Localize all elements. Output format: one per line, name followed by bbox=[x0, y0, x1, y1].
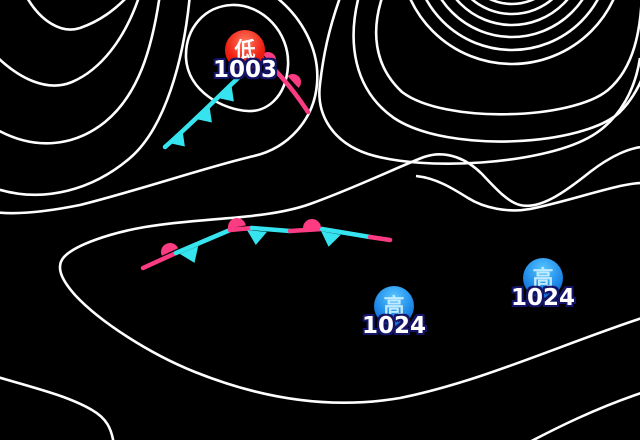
warm-front-semicircle-icon bbox=[228, 218, 246, 229]
isobar-line bbox=[27, 0, 126, 31]
high-pressure-symbol-2: 高 bbox=[532, 265, 554, 290]
isobar-line bbox=[184, 3, 290, 113]
low-pressure-disc: 低 bbox=[225, 30, 265, 70]
low-pressure-marker: 低 1003 bbox=[205, 30, 285, 82]
isobar-line bbox=[425, 0, 599, 52]
isobar-line bbox=[0, 0, 140, 87]
isobar-line bbox=[352, 0, 640, 143]
stationary-front-line bbox=[227, 225, 255, 233]
high-pressure-marker-2: 高 1024 bbox=[503, 258, 583, 310]
stationary-front-line bbox=[173, 227, 233, 256]
high-pressure-disc-1: 高 bbox=[374, 286, 414, 326]
isobar-line bbox=[415, 174, 640, 212]
warm-front-semicircle-icon bbox=[303, 219, 321, 228]
isobar-line bbox=[318, 0, 640, 166]
cold-front-triangle-icon bbox=[169, 130, 185, 147]
high-pressure-disc-2: 高 bbox=[523, 258, 563, 298]
cold-front-triangle-icon bbox=[218, 85, 234, 102]
stationary-front-line bbox=[287, 226, 325, 234]
high-pressure-marker-1: 高 1024 bbox=[354, 286, 434, 338]
warm-front-semicircle-icon bbox=[262, 52, 276, 66]
isobar-line bbox=[0, 0, 319, 215]
stationary-front-line bbox=[249, 225, 293, 234]
cold-front bbox=[162, 75, 241, 150]
isobar-line bbox=[409, 0, 615, 66]
cold-front-triangle-icon bbox=[196, 106, 212, 123]
warm-front-semicircle-icon bbox=[161, 243, 179, 256]
stationary-front-line bbox=[319, 226, 373, 240]
cold-front-triangle-icon bbox=[321, 231, 341, 247]
stationary-front bbox=[140, 218, 393, 271]
cold-front-line bbox=[162, 75, 241, 150]
high-pressure-value-1: 1024 bbox=[361, 313, 426, 339]
isobar-line bbox=[0, 376, 115, 440]
warm-front-semicircle-icon bbox=[287, 74, 301, 88]
cold-front-triangle-icon bbox=[179, 246, 199, 263]
low-pressure-value: 1003 bbox=[212, 57, 277, 83]
high-pressure-value-2: 1024 bbox=[510, 285, 575, 311]
isobar-line bbox=[530, 392, 640, 440]
isobar-line bbox=[488, 0, 536, 6]
isobar-line bbox=[58, 145, 640, 404]
stationary-front-line bbox=[367, 234, 393, 243]
isobar-line bbox=[0, 0, 191, 196]
cold-front-triangle-icon bbox=[247, 230, 267, 245]
isobar-line bbox=[470, 0, 554, 16]
low-pressure-symbol: 低 bbox=[234, 37, 256, 62]
isobar-line bbox=[440, 0, 584, 39]
isobar-line bbox=[0, 0, 161, 145]
isobar-line bbox=[455, 0, 569, 27]
isobar-line bbox=[374, 0, 640, 116]
stationary-front-line bbox=[140, 250, 179, 271]
high-pressure-symbol-1: 高 bbox=[383, 293, 405, 318]
